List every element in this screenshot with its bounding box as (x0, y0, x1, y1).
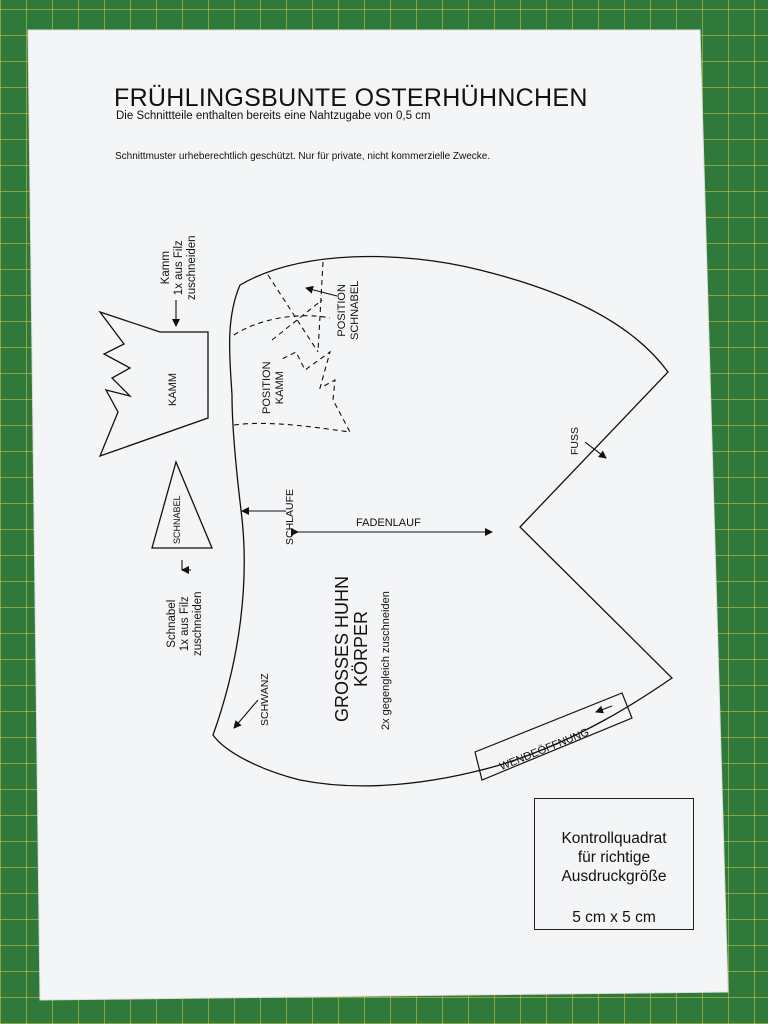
wendeoeffnung-box (474, 692, 633, 781)
wendeoeffnung-arrow (595, 705, 613, 714)
kamm-position-dashed (233, 315, 351, 433)
fuss-label: FUSS (569, 426, 581, 455)
schwanz-arrow (233, 699, 259, 729)
schwanz-label: SCHWANZ (259, 673, 271, 726)
position-schnabel-label: POSITION SCHNABEL (336, 280, 361, 340)
body-outline (212, 255, 674, 787)
fuss-arrow (584, 441, 607, 459)
kamm-note: Kamm 1x aus Filz zuschneiden (160, 235, 198, 300)
control-square: Kontrollquadrat für richtige Ausdruckgrö… (534, 798, 694, 930)
copyright-note: Schnittmuster urheberechtlich geschützt.… (115, 151, 491, 162)
paper (27, 29, 729, 1001)
position-schnabel-arrow (305, 285, 338, 297)
body-instruction: 2x gegengleich zuschneiden (380, 591, 392, 730)
kamm-piece-outline (98, 310, 209, 458)
schnabel-position-dashed (267, 261, 324, 353)
schnabel-piece-outline (151, 460, 213, 549)
position-kamm-label: POSITION KAMM (261, 361, 286, 414)
control-square-size: 5 cm x 5 cm (572, 909, 656, 926)
kamm-label: KAMM (167, 373, 179, 406)
fadenlauf-label: FADENLAUF (356, 517, 421, 529)
schlaufe-label: SCHLAUFE (284, 488, 296, 545)
schnabel-label: SCHNABEL (172, 495, 182, 544)
body-title: GROSSES HUHN KÖRPER (332, 575, 371, 722)
document-title: FRÜHLINGSBUNTE OSTERHÜHNCHEN (114, 84, 588, 112)
control-square-text: Kontrollquadrat für richtige Ausdruckgrö… (561, 830, 667, 885)
schnabel-note: Schnabel 1x aus Filz zuschneiden (166, 591, 204, 656)
document-subtitle: Die Schnittteile enthalten bereits eine … (116, 110, 431, 122)
